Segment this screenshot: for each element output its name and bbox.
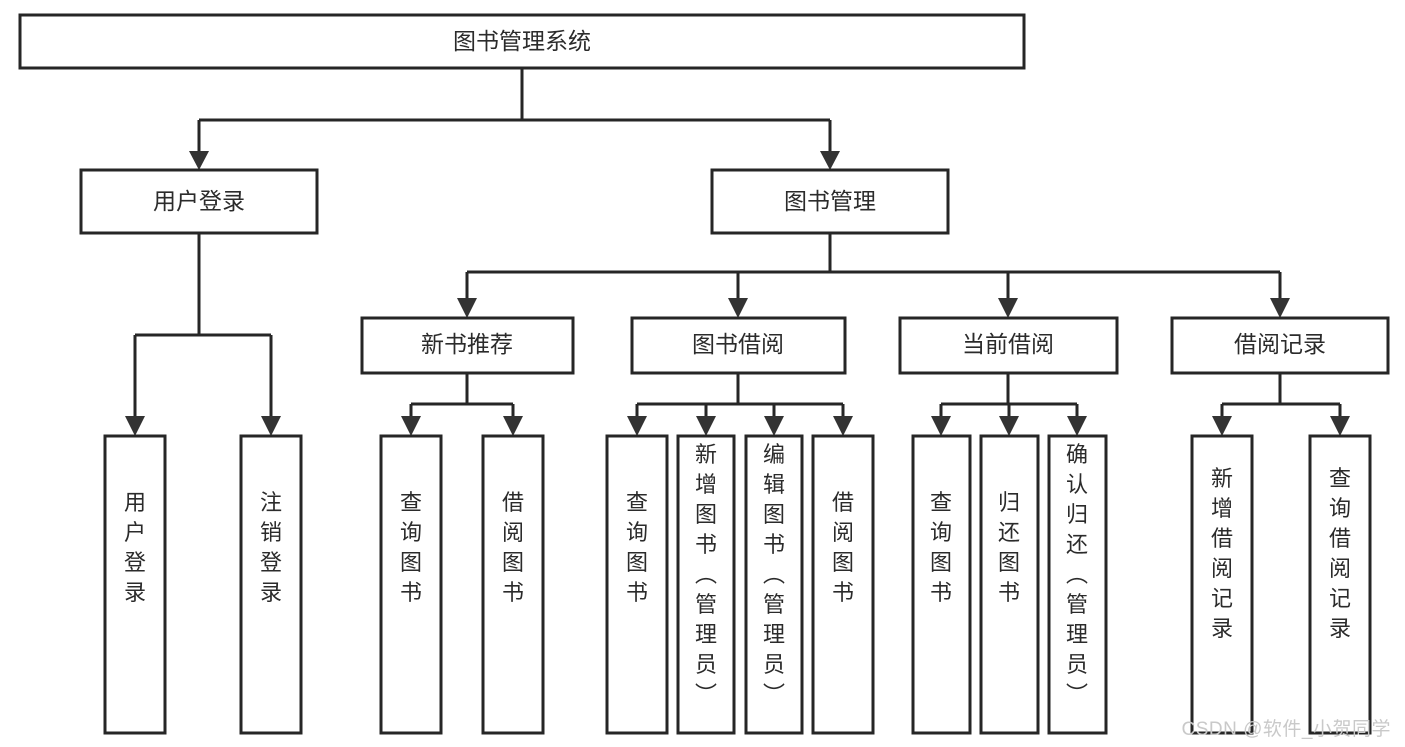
node-user-login-label: 用户登录	[153, 188, 245, 214]
leaf-record-add-box[interactable]	[1190, 434, 1254, 735]
node-user-login[interactable]: 用户登录	[79, 168, 319, 235]
leaf-borrow-borrow-book-label: 借阅图书	[832, 490, 854, 605]
arrowhead-new-book	[457, 298, 477, 318]
leaf-borrow-add-book-label: 新增图书︵管理员︶	[695, 442, 717, 707]
leaf-user-login-query-label: 用户登录	[124, 490, 146, 605]
leaf-newbook-query-book-box[interactable]	[379, 434, 443, 735]
node-borrow-record-label: 借阅记录	[1234, 331, 1326, 357]
leaf-current-return-book[interactable]: 归还图书	[979, 434, 1040, 735]
arrowhead-user-login	[189, 151, 209, 170]
leaf-borrow-edit-book-box[interactable]	[744, 434, 804, 735]
node-borrow-record[interactable]: 借阅记录	[1170, 316, 1390, 375]
leaf-newbook-query-book[interactable]: 查询图书	[379, 434, 443, 735]
arrowhead-book-manage	[820, 151, 840, 170]
arrowhead-leaf-logout	[261, 416, 281, 436]
leaf-borrow-add-book-box[interactable]	[676, 434, 736, 735]
node-new-book-recommend-box[interactable]	[360, 316, 575, 375]
leaf-record-query[interactable]: 查询借阅记录	[1308, 434, 1372, 735]
connector-group-new-book	[401, 373, 523, 436]
node-current-borrow[interactable]: 当前借阅	[898, 316, 1119, 375]
arrowhead-cb-leaf3	[1067, 416, 1087, 436]
connector-group-borrow-record	[1212, 373, 1350, 436]
leaf-logout-label: 注销登录	[260, 490, 282, 605]
leaf-current-return-book-box[interactable]	[979, 434, 1040, 735]
node-user-login-box[interactable]	[79, 168, 319, 235]
arrowhead-book-borrow	[728, 298, 748, 318]
node-book-management-label: 图书管理	[784, 188, 876, 214]
leaf-newbook-query-book-label: 查询图书	[400, 490, 422, 605]
leaf-newbook-borrow-book-label: 借阅图书	[502, 490, 524, 605]
connector-group-user-login	[125, 233, 281, 436]
leaf-record-add-label: 新增借阅记录	[1211, 466, 1233, 641]
arrowhead-br-leaf2	[1330, 416, 1350, 436]
leaf-borrow-edit-book-label: 编辑图书︵管理员︶	[763, 442, 785, 707]
leaf-current-confirm-return-label: 确认归还︵管理员︶	[1066, 442, 1088, 707]
node-root-system-label: 图书管理系统	[453, 28, 591, 54]
leaf-borrow-edit-book[interactable]: 编辑图书︵管理员︶	[744, 434, 804, 735]
connector-group-current-borrow	[931, 373, 1087, 436]
leaf-current-query-book-box[interactable]	[911, 434, 972, 735]
leaf-borrow-query-book[interactable]: 查询图书	[605, 434, 669, 735]
connector-group-book-borrow	[627, 373, 853, 436]
arrowhead-bb-leaf2	[696, 416, 716, 436]
arrowhead-cb-leaf2	[999, 416, 1019, 436]
leaf-user-login-query[interactable]: 用户登录	[103, 434, 167, 735]
arrowhead-bb-leaf4	[833, 416, 853, 436]
node-root-system[interactable]: 图书管理系统	[18, 13, 1026, 70]
leaf-current-query-book[interactable]: 查询图书	[911, 434, 972, 735]
arrowhead-borrow-record	[1270, 298, 1290, 318]
csdn-watermark: CSDN @软件_小贺同学	[1181, 719, 1391, 740]
leaf-current-confirm-return-box[interactable]	[1047, 434, 1108, 735]
leaf-borrow-query-book-box[interactable]	[605, 434, 669, 735]
arrowhead-bb-leaf3	[764, 416, 784, 436]
leaf-current-return-book-label: 归还图书	[998, 490, 1020, 605]
arrowhead-nb-leaf1	[401, 416, 421, 436]
node-book-management-box[interactable]	[710, 168, 950, 235]
node-new-book-recommend[interactable]: 新书推荐	[360, 316, 575, 375]
leaf-record-query-label: 查询借阅记录	[1329, 466, 1351, 641]
leaf-borrow-borrow-book[interactable]: 借阅图书	[811, 434, 875, 735]
leaf-logout[interactable]: 注销登录	[239, 434, 303, 735]
connector-group-book-manage	[457, 233, 1290, 318]
node-book-borrow-box[interactable]	[630, 316, 847, 375]
node-book-borrow[interactable]: 图书借阅	[630, 316, 847, 375]
node-borrow-record-box[interactable]	[1170, 316, 1390, 375]
node-book-borrow-label: 图书借阅	[692, 331, 784, 357]
leaf-newbook-borrow-book[interactable]: 借阅图书	[481, 434, 545, 735]
arrowhead-cb-leaf1	[931, 416, 951, 436]
leaf-newbook-borrow-book-box[interactable]	[481, 434, 545, 735]
node-current-borrow-label: 当前借阅	[962, 331, 1054, 357]
leaf-record-query-box[interactable]	[1308, 434, 1372, 735]
arrowhead-nb-leaf2	[503, 416, 523, 436]
leaf-borrow-add-book[interactable]: 新增图书︵管理员︶	[676, 434, 736, 735]
node-book-management[interactable]: 图书管理	[710, 168, 950, 235]
leaf-record-add[interactable]: 新增借阅记录	[1190, 434, 1254, 735]
arrowhead-br-leaf1	[1212, 416, 1232, 436]
node-current-borrow-box[interactable]	[898, 316, 1119, 375]
leaf-borrow-borrow-book-box[interactable]	[811, 434, 875, 735]
leaf-borrow-query-book-label: 查询图书	[626, 490, 648, 605]
arrowhead-leaf-user-login	[125, 416, 145, 436]
arrowhead-current-borrow	[998, 298, 1018, 318]
leaf-current-confirm-return[interactable]: 确认归还︵管理员︶	[1047, 434, 1108, 735]
arrowhead-bb-leaf1	[627, 416, 647, 436]
connector-group-root	[189, 68, 840, 170]
leaf-user-login-query-box[interactable]	[103, 434, 167, 735]
node-new-book-recommend-label: 新书推荐	[421, 331, 513, 357]
leaf-current-query-book-label: 查询图书	[930, 490, 952, 605]
node-root-system-box[interactable]	[18, 13, 1026, 70]
leaf-logout-box[interactable]	[239, 434, 303, 735]
